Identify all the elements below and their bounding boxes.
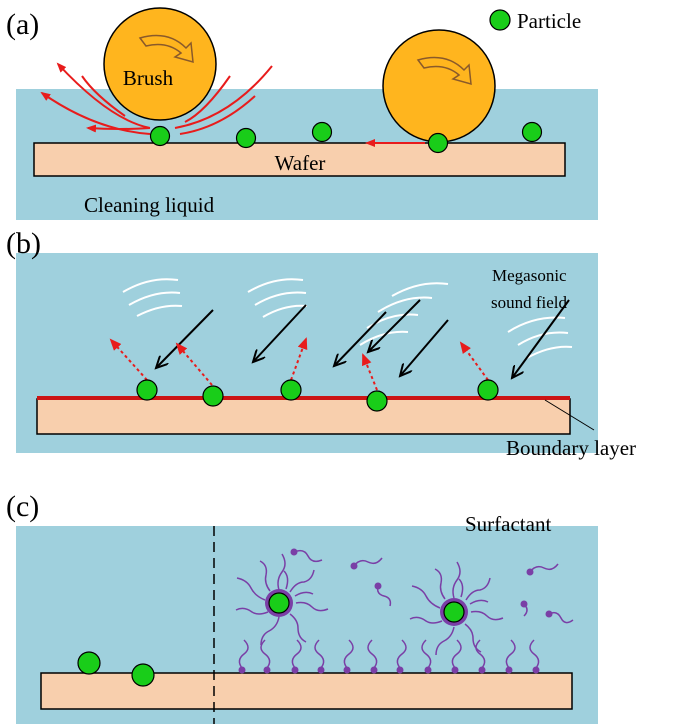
particle [202,385,224,407]
surfactant-label: Surfactant [465,512,551,536]
particle [366,390,388,412]
wafer [40,672,573,710]
particle [235,127,257,149]
legend-particle-icon [489,9,511,31]
brush-right [382,29,496,143]
particle [268,592,290,614]
particle [77,651,101,675]
adsorbed-surfactant [238,639,540,669]
wafer [36,398,571,435]
panel-b-label: (b) [6,227,41,260]
particle [280,379,302,401]
panel-c-label: (c) [6,490,39,523]
particles-b [136,379,499,412]
liquid-flow-arrows [40,62,425,147]
legend-particle-label: Particle [517,9,581,33]
particle [427,132,449,154]
incident-sound-arrows [156,299,570,378]
particles-c [77,651,155,687]
cleaning-liquid-label: Cleaning liquid [84,193,215,217]
particle [149,125,171,147]
panel-b: Boundary layer Megasonic sound field [6,227,636,460]
rotation-arrow-left-icon [138,34,194,64]
wafer [33,142,566,177]
particle [477,379,499,401]
boundary-layer-leader [544,399,595,431]
boundary-layer-label: Boundary layer [506,436,636,460]
particle-lift-arrows [109,337,489,391]
adsorbed-surfactant-heads [238,666,540,674]
rotation-arrow-right-icon [416,56,472,86]
micelle-2 [409,561,504,656]
panel-c: Surfactant [6,490,598,724]
particle [131,663,155,687]
particles-a [149,121,543,154]
particle [311,121,333,143]
brush-label: Brush [123,66,174,90]
sound-field-label-line1: Megasonic [492,266,567,285]
sound-field-label-line2: sound field [491,293,568,312]
particle [443,601,465,623]
particle [521,121,543,143]
panel-a-label: (a) [6,8,39,41]
particle [136,379,158,401]
panel-a: Wafer Cleaning liquid Brush (a) [6,7,598,220]
free-surfactant [290,548,574,624]
wafer-label: Wafer [275,151,326,175]
micelle-1 [235,553,329,646]
sound-waves [122,278,573,359]
brush-left [103,7,217,121]
